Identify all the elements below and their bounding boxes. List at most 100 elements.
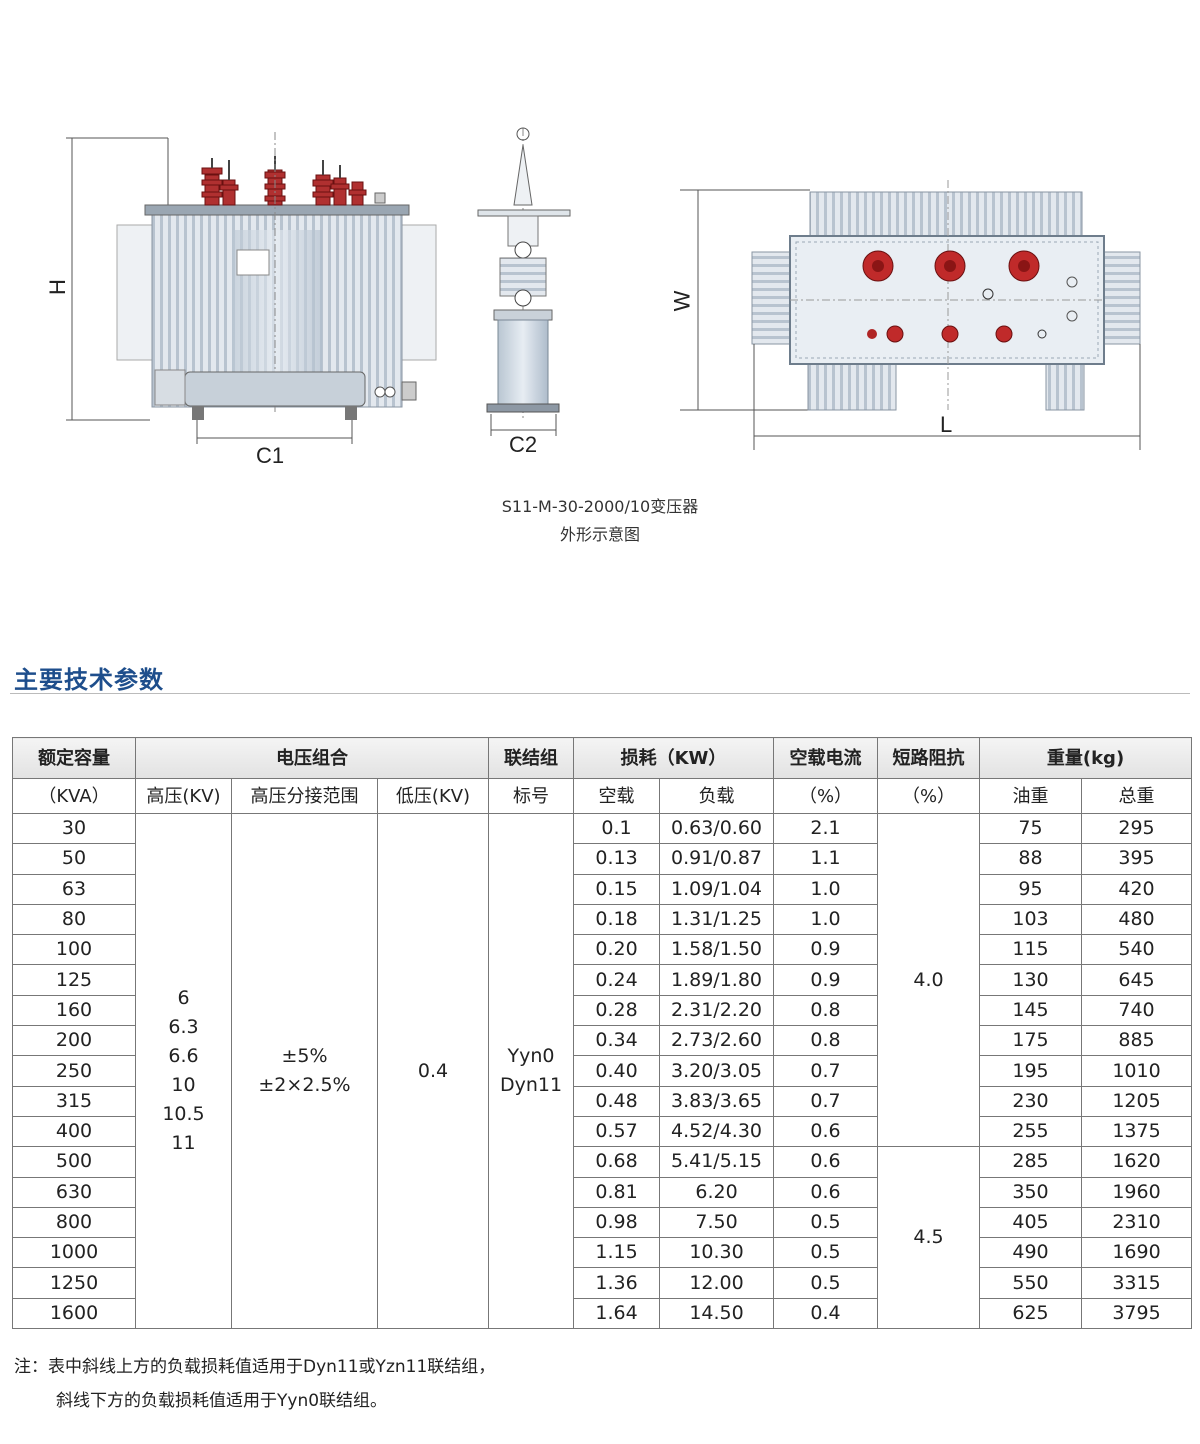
oil-weight-cell: 195 — [979, 1055, 1083, 1087]
capacity-cell: 500 — [12, 1146, 136, 1178]
oil-weight-cell: 75 — [979, 812, 1083, 845]
capacity-cell: 125 — [12, 964, 136, 996]
load-loss-cell: 1.31/1.25 — [659, 903, 775, 936]
header-total-weight: 总重 — [1081, 778, 1193, 814]
capacity-cell: 315 — [12, 1085, 136, 1117]
total-weight-cell: 480 — [1081, 903, 1193, 936]
noload-current-cell: 0.4 — [773, 1297, 879, 1330]
noload-current-cell: 1.0 — [773, 903, 879, 936]
noload-loss-cell: 1.15 — [573, 1237, 661, 1269]
capacity-cell: 63 — [12, 873, 136, 905]
noload-loss-cell: 0.15 — [573, 873, 661, 905]
hv-value: 10 — [171, 1074, 196, 1097]
total-weight-cell: 295 — [1081, 812, 1193, 845]
noload-current-cell: 0.5 — [773, 1206, 879, 1239]
oil-weight-cell: 490 — [979, 1237, 1083, 1269]
front-view — [66, 132, 437, 444]
header-connection: 联结组 — [488, 737, 575, 779]
oil-weight-cell: 88 — [979, 843, 1083, 875]
oil-weight-cell: 145 — [979, 994, 1083, 1027]
noload-current-cell: 0.6 — [773, 1146, 879, 1178]
total-weight-cell: 1205 — [1081, 1085, 1193, 1117]
noload-current-cell: 0.8 — [773, 1025, 879, 1057]
header-load-loss: 负载 — [659, 778, 775, 814]
load-loss-cell: 1.89/1.80 — [659, 964, 775, 996]
total-weight-cell: 1960 — [1081, 1176, 1193, 1208]
connection-value: Yyn0 — [507, 1045, 555, 1068]
total-weight-cell: 740 — [1081, 994, 1193, 1027]
impedance-merged-cell: 4.0 — [877, 812, 981, 1148]
header-row-1: 额定容量 电压组合 联结组 损耗（KW） 空载电流 短路阻抗 重量(kg) — [12, 737, 1193, 779]
total-weight-cell: 540 — [1081, 934, 1193, 966]
capacity-cell: 50 — [12, 843, 136, 875]
outline-drawings-svg — [66, 127, 1141, 450]
noload-loss-cell: 0.68 — [573, 1146, 661, 1178]
header-tap: 高压分接范围 — [231, 778, 378, 814]
header-impedance: 短路阻抗 — [877, 737, 981, 779]
total-weight-cell: 3315 — [1081, 1267, 1193, 1299]
drawing-caption-model: S11-M-30-2000/10变压器 — [501, 497, 699, 516]
total-weight-cell: 1010 — [1081, 1055, 1193, 1087]
load-loss-cell: 0.63/0.60 — [659, 812, 775, 845]
oil-weight-cell: 115 — [979, 934, 1083, 966]
load-loss-cell: 5.41/5.15 — [659, 1146, 775, 1178]
header-capacity-unit: （KVA） — [12, 778, 136, 814]
noload-loss-cell: 0.20 — [573, 934, 661, 966]
capacity-cell: 1000 — [12, 1237, 136, 1269]
capacity-cell: 630 — [12, 1176, 136, 1208]
section-divider — [10, 693, 1190, 694]
header-oil-weight: 油重 — [979, 778, 1083, 814]
lv-merged-cell: 0.4 — [376, 812, 490, 1330]
load-loss-cell: 4.52/4.30 — [659, 1115, 775, 1148]
header-impedance-unit: （%） — [877, 778, 981, 814]
l-dimension-label: L — [940, 412, 953, 437]
header-weight: 重量(kg) — [979, 737, 1193, 779]
noload-loss-cell: 0.40 — [573, 1055, 661, 1087]
header-symbol: 标号 — [488, 778, 575, 814]
impedance-merged-cell: 4.5 — [877, 1146, 981, 1330]
total-weight-cell: 2310 — [1081, 1206, 1193, 1239]
oil-weight-cell: 130 — [979, 964, 1083, 996]
oil-weight-cell: 230 — [979, 1085, 1083, 1117]
height-dimension-label: H — [44, 279, 70, 295]
oil-weight-cell: 550 — [979, 1267, 1083, 1299]
header-current-unit: （%） — [773, 778, 879, 814]
oil-weight-cell: 175 — [979, 1025, 1083, 1057]
tap-merged-cell: ±5%±2×2.5% — [231, 812, 378, 1330]
load-loss-cell: 6.20 — [659, 1176, 775, 1208]
note-line-2: 斜线下方的负载损耗值适用于Yyn0联结组。 — [56, 1391, 388, 1411]
load-loss-cell: 2.31/2.20 — [659, 994, 775, 1027]
tap-value: ±5% — [281, 1045, 328, 1068]
noload-current-cell: 0.8 — [773, 994, 879, 1027]
noload-current-cell: 0.7 — [773, 1055, 879, 1087]
header-noload-loss: 空载 — [573, 778, 661, 814]
noload-loss-cell: 0.18 — [573, 903, 661, 936]
capacity-cell: 160 — [12, 994, 136, 1027]
noload-current-cell: 1.1 — [773, 843, 879, 875]
header-lv: 低压(KV) — [376, 778, 490, 814]
noload-current-cell: 0.7 — [773, 1085, 879, 1117]
capacity-cell: 400 — [12, 1115, 136, 1148]
oil-weight-cell: 285 — [979, 1146, 1083, 1178]
header-voltage: 电压组合 — [134, 737, 490, 779]
load-loss-cell: 3.83/3.65 — [659, 1085, 775, 1117]
side-view — [477, 127, 571, 436]
load-loss-cell: 0.91/0.87 — [659, 843, 775, 875]
noload-current-cell: 0.5 — [773, 1267, 879, 1299]
load-loss-cell: 1.58/1.50 — [659, 934, 775, 966]
noload-current-cell: 0.9 — [773, 934, 879, 966]
hv-value: 6.3 — [168, 1016, 199, 1039]
capacity-cell: 1600 — [12, 1297, 136, 1330]
noload-loss-cell: 1.64 — [573, 1297, 661, 1330]
top-view — [680, 180, 1141, 450]
noload-loss-cell: 0.34 — [573, 1025, 661, 1057]
noload-loss-cell: 1.36 — [573, 1267, 661, 1299]
capacity-cell: 200 — [12, 1025, 136, 1057]
capacity-cell: 80 — [12, 903, 136, 936]
load-loss-cell: 2.73/2.60 — [659, 1025, 775, 1057]
